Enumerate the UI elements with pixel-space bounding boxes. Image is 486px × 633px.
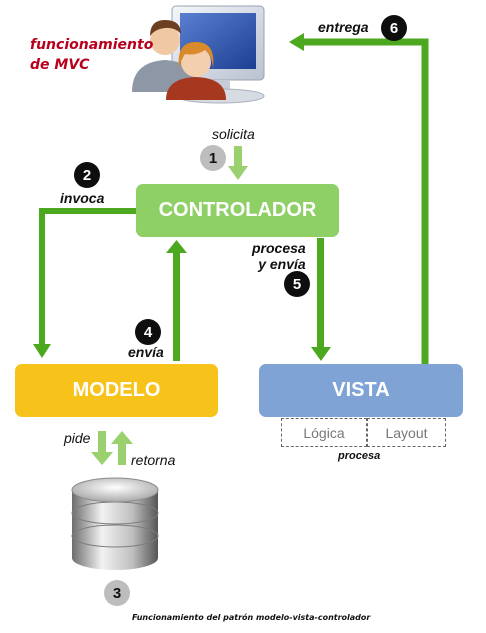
users-computer-icon (132, 5, 265, 104)
figure-caption: Funcionamiento del patrón modelo-vista-c… (132, 613, 371, 622)
database-icon (71, 477, 159, 570)
vista-box: VISTA (259, 364, 463, 417)
title-line1: funcionamiento (30, 37, 154, 53)
arrow-pide (91, 431, 113, 465)
step5-label-line2: y envía (258, 256, 306, 272)
diagram-title: funcionamiento de MVC (30, 35, 153, 75)
step2-label: invoca (60, 190, 105, 206)
arrow-procesa-envia (311, 238, 331, 361)
layout-label: Layout (385, 424, 428, 441)
logica-label: Lógica (303, 424, 345, 441)
step1-label: solicita (212, 126, 255, 142)
layout-box: Layout (367, 418, 446, 447)
step4-badge: 4 (135, 319, 161, 345)
arrow-solicita (228, 146, 248, 180)
step5-badge: 5 (284, 271, 310, 297)
step5-label-line1: procesa (252, 240, 306, 256)
vista-procesa-note: procesa (338, 450, 381, 462)
step5-label: procesa y envía (252, 240, 306, 272)
step3-badge: 3 (104, 580, 130, 606)
controlador-box: CONTROLADOR (136, 184, 339, 237)
step6-badge: 6 (381, 15, 407, 41)
arrow-retorna (111, 431, 133, 465)
step4-label: envía (128, 344, 164, 360)
arrow-envia (166, 240, 187, 361)
retorna-label: retorna (131, 452, 176, 468)
arrow-entrega (289, 33, 429, 364)
title-line2: de MVC (30, 57, 90, 73)
step2-badge: 2 (74, 162, 100, 188)
pide-label: pide (64, 430, 91, 446)
modelo-box: MODELO (15, 364, 218, 417)
arrow-invoca (33, 208, 136, 358)
step6-label: entrega (318, 19, 369, 35)
modelo-label: MODELO (72, 379, 161, 401)
vista-label: VISTA (332, 379, 390, 401)
logica-box: Lógica (281, 418, 367, 447)
controlador-label: CONTROLADOR (158, 199, 317, 221)
step1-badge: 1 (200, 145, 226, 171)
